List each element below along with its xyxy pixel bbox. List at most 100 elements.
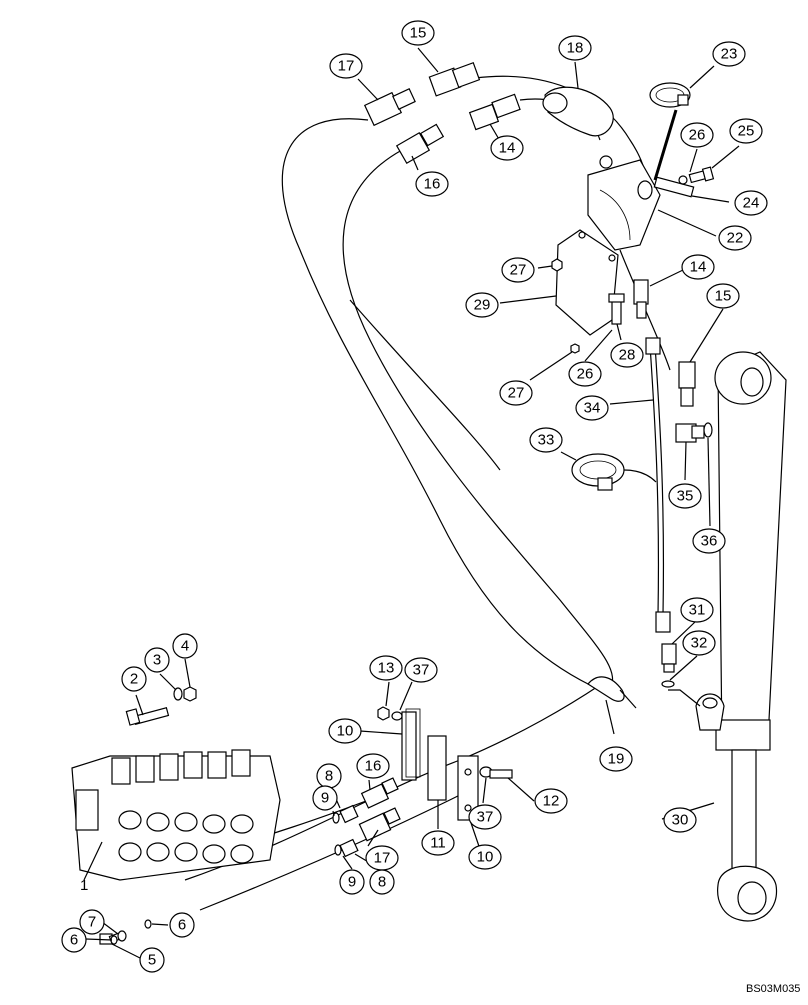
hose-mid-crossing: [349, 299, 501, 471]
adapter-8-upper: [339, 804, 359, 824]
svg-text:29: 29: [474, 297, 491, 314]
callout-25: 25: [729, 118, 763, 144]
svg-text:6: 6: [178, 917, 186, 934]
callout-14-mid: 14: [681, 254, 715, 280]
oring-9-lower: [334, 844, 342, 856]
callout-27-mid: 27: [499, 380, 533, 406]
callout-9-lower: 9: [339, 869, 365, 895]
svg-text:11: 11: [430, 835, 446, 852]
tube-34-nut-bottom: [655, 611, 671, 633]
callout-29: 29: [465, 292, 499, 318]
svg-text:17: 17: [338, 58, 355, 75]
callout-32: 32: [682, 630, 716, 656]
washer-6-right: [144, 919, 152, 929]
callout-8-top: 8: [316, 763, 342, 789]
callout-27-top: 27: [501, 257, 535, 283]
control-valve-1: [71, 749, 281, 881]
nut-27-top: [551, 258, 563, 272]
bracket-22: [587, 155, 661, 251]
clamp-block-10-lower: [457, 755, 479, 821]
callout-22: 22: [718, 225, 752, 251]
callout-18: 18: [558, 35, 592, 61]
fitting-15-mid: [678, 361, 696, 407]
fitting-31: [661, 643, 677, 673]
callout-6-left: 6: [61, 927, 87, 953]
clamp-block-10-upper: [401, 708, 421, 781]
fitting-14-mid: [633, 279, 649, 319]
svg-text:12: 12: [543, 793, 560, 810]
svg-text:2: 2: [130, 671, 138, 688]
callout-10-top: 10: [328, 718, 362, 744]
clamp-23: [649, 82, 691, 181]
fitting-14-top: [468, 93, 521, 131]
callout-26-mid: 26: [568, 361, 602, 387]
svg-text:28: 28: [619, 347, 636, 364]
callout-34: 34: [575, 395, 609, 421]
callout-19: 19: [599, 746, 633, 772]
svg-text:19: 19: [608, 751, 625, 768]
svg-text:8: 8: [378, 874, 386, 891]
tube-34-nut-top: [645, 337, 661, 355]
callout-7: 7: [79, 909, 105, 935]
svg-text:37: 37: [413, 662, 430, 679]
callout-14-top: 14: [490, 135, 524, 161]
callout-24: 24: [734, 190, 768, 216]
callout-8-lower: 8: [369, 869, 395, 895]
svg-text:16: 16: [424, 176, 441, 193]
svg-text:6: 6: [70, 932, 78, 949]
fitting-16-top: [395, 123, 445, 164]
svg-text:36: 36: [701, 533, 718, 550]
svg-text:15: 15: [715, 288, 732, 305]
bolt-25: [688, 166, 715, 184]
bolt-12: [489, 769, 513, 779]
svg-text:24: 24: [743, 195, 760, 212]
clamp-33: [571, 453, 657, 491]
callout-12: 12: [534, 788, 568, 814]
svg-text:10: 10: [337, 723, 354, 740]
svg-text:35: 35: [677, 488, 694, 505]
svg-text:14: 14: [690, 259, 707, 276]
callout-16-lower: 16: [356, 753, 390, 779]
fitting-17-lower: [358, 807, 401, 842]
callout-16-top: 16: [415, 171, 449, 197]
cylinder-30: [695, 351, 787, 922]
svg-text:4: 4: [181, 638, 189, 655]
callout-15-mid: 15: [706, 283, 740, 309]
callout-31: 31: [680, 597, 714, 623]
hose-16-to-fitting: [342, 149, 614, 691]
svg-text:10: 10: [477, 849, 494, 866]
clamp-block-11: [427, 735, 447, 801]
washer-32: [661, 680, 675, 688]
callout-13: 13: [369, 655, 403, 681]
svg-text:25: 25: [738, 123, 755, 140]
callout-9-top: 9: [312, 785, 338, 811]
hose-guard-18: [542, 86, 614, 137]
svg-text:5: 5: [148, 952, 156, 969]
callout-35: 35: [668, 483, 702, 509]
elbow-35: [675, 423, 705, 443]
callout-10-lower: 10: [468, 844, 502, 870]
drawing-code: BS03M035: [746, 983, 800, 995]
washer-7: [117, 930, 127, 942]
svg-text:9: 9: [348, 874, 356, 891]
callout-6-right: 6: [169, 912, 195, 938]
callout-4: 4: [172, 633, 198, 659]
svg-text:13: 13: [378, 660, 395, 677]
svg-text:33: 33: [538, 432, 555, 449]
hose-17-to-fitting: [281, 118, 591, 686]
bolt-28: [608, 293, 625, 325]
svg-text:18: 18: [567, 40, 584, 57]
callout-30: 30: [663, 807, 697, 833]
hose-retainer-19: [587, 676, 637, 709]
fitting-15-top: [428, 62, 481, 97]
svg-text:27: 27: [508, 385, 525, 402]
callout-5: 5: [139, 947, 165, 973]
strap-24: [653, 176, 695, 198]
svg-text:3: 3: [153, 652, 161, 669]
svg-text:27: 27: [510, 262, 527, 279]
callout-15-top: 15: [401, 20, 435, 46]
svg-text:17: 17: [374, 850, 391, 867]
svg-text:23: 23: [721, 46, 738, 63]
